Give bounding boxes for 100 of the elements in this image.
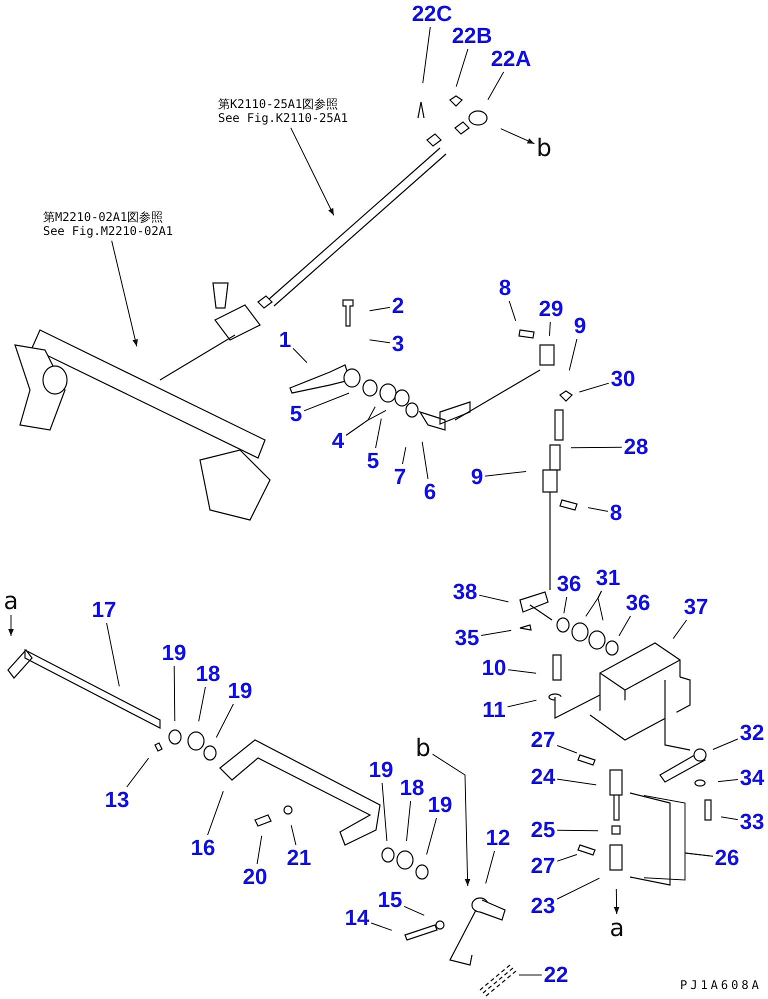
callout-number: 10 <box>482 657 506 679</box>
callout-number: 2 <box>392 295 404 317</box>
callout-number: 18 <box>196 663 220 685</box>
leader-line <box>426 818 437 855</box>
callout-number: 11 <box>482 699 506 721</box>
leader-line <box>597 590 604 621</box>
leader-line <box>456 48 468 88</box>
callout-number: 22B <box>452 25 492 47</box>
callout-number: 35 <box>454 627 480 649</box>
callout-number: 14 <box>344 907 370 929</box>
leader-line <box>480 630 512 636</box>
leader-line <box>290 824 296 846</box>
leader-line <box>382 782 388 842</box>
reference-note: 第K2110-25A1図参照 <box>218 98 340 112</box>
leader-line <box>487 72 504 100</box>
callout-number: 29 <box>538 298 564 320</box>
leader-line <box>507 700 537 708</box>
leader-line <box>563 596 568 614</box>
arrow <box>614 888 620 914</box>
leader-line <box>508 669 537 674</box>
leader-line <box>402 446 406 464</box>
leader-line <box>256 835 262 864</box>
arrow <box>111 240 138 347</box>
leader-line <box>346 410 386 436</box>
leader-line <box>370 922 392 931</box>
arrow <box>432 754 470 886</box>
callout-number: 12 <box>486 827 510 849</box>
leader-line <box>556 745 578 754</box>
callout-number: 5 <box>366 450 380 472</box>
callout-number: 19 <box>162 642 186 664</box>
leader-line <box>484 471 527 477</box>
arrow <box>500 128 535 144</box>
callout-number: 20 <box>242 866 268 888</box>
leader-line <box>556 878 600 900</box>
leader-line <box>508 300 516 322</box>
callout-number: 28 <box>624 436 648 458</box>
callout-number: 36 <box>626 592 650 614</box>
leader-line <box>369 306 390 312</box>
reference-note: See Fig.M2210-02A1 <box>42 225 174 239</box>
callout-number: 1 <box>278 329 292 351</box>
leader-line <box>570 446 622 448</box>
reference-letter: a <box>4 589 18 613</box>
callout-number: 19 <box>228 680 252 702</box>
callout-number: 22A <box>490 48 532 70</box>
leader-line <box>106 622 120 687</box>
callout-number: 31 <box>596 567 620 589</box>
callout-number: 13 <box>104 789 130 811</box>
reference-note: See Fig.K2110-25A1 <box>218 112 348 126</box>
callout-number: 24 <box>530 766 556 788</box>
drawing-number: PJ1A608A <box>680 978 762 992</box>
leader-line <box>485 850 495 884</box>
leader-line <box>207 790 224 836</box>
callout-number: 34 <box>740 767 764 789</box>
leader-line <box>588 507 608 512</box>
callout-number: 21 <box>286 847 312 869</box>
leader-line <box>478 594 509 602</box>
leader-line <box>578 382 610 392</box>
callout-number: 9 <box>470 466 484 488</box>
leader-line <box>556 778 597 786</box>
callout-number: 6 <box>424 481 436 503</box>
callout-number: 4 <box>332 430 344 452</box>
callout-number: 7 <box>394 466 406 488</box>
leader-line <box>556 854 578 862</box>
callout-number: 9 <box>574 315 586 337</box>
reference-note: 第M2210-02A1図参照 <box>42 211 164 225</box>
callout-number: 22C <box>412 3 452 25</box>
callout-number: 32 <box>740 722 764 744</box>
leader-line <box>549 322 551 336</box>
reference-letter: b <box>415 736 431 760</box>
leader-line <box>369 339 390 344</box>
callout-number: 38 <box>452 581 478 603</box>
leader-line <box>174 666 176 722</box>
callout-number: 30 <box>610 368 636 390</box>
callout-number: 3 <box>392 333 404 355</box>
callout-number: 25 <box>530 819 556 841</box>
leader-line <box>292 348 308 364</box>
callout-number: 15 <box>378 889 402 911</box>
leader-line <box>216 704 234 738</box>
callout-number: 17 <box>92 599 116 621</box>
leader-line <box>198 686 206 722</box>
callout-number: 37 <box>684 596 708 618</box>
reference-letter: b <box>536 136 552 160</box>
leader-line <box>712 738 738 750</box>
leader-line <box>568 338 578 371</box>
leader-line <box>644 852 714 881</box>
callout-number: 16 <box>190 837 216 859</box>
callout-number: 19 <box>368 759 394 781</box>
leader-line <box>375 418 382 448</box>
leader-line <box>422 441 428 480</box>
callout-number: 27 <box>530 855 556 877</box>
callout-number: 26 <box>714 847 740 869</box>
callout-number: 8 <box>498 277 512 299</box>
callout-number: 5 <box>290 403 302 425</box>
leader-line <box>304 392 350 412</box>
leader-line <box>720 816 738 820</box>
callout-number: 27 <box>530 729 556 751</box>
leader-line <box>556 830 598 832</box>
leader-line <box>406 800 412 842</box>
leader-line <box>518 974 542 976</box>
reference-letter: a <box>610 916 624 940</box>
